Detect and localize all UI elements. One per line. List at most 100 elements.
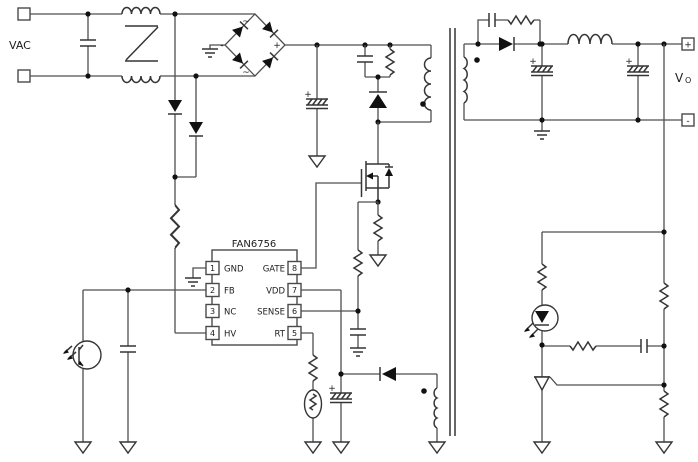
compensation-resistor-icon [569,341,597,351]
ntc-element [308,393,318,411]
ac-terminal-bottom [17,69,31,83]
dc-bus [285,42,431,48]
output-capacitor-icon [626,65,650,77]
sense-filter-resistor-icon [353,249,363,277]
ic-pin-3 [205,303,220,319]
ic-pin-8 [287,260,302,276]
ground-icon [201,48,219,58]
rt-wires [301,332,314,442]
ic-title: FAN6756 [232,239,277,250]
led-diode-icon [535,311,549,323]
snubber-capacitor-icon [488,12,496,28]
gate-drive [301,182,361,269]
pin-number: 1 [210,264,215,273]
hv-startup-wires [174,14,206,334]
pin-number: 8 [292,264,297,273]
ic-pin-4 [205,325,220,341]
secondary-winding-icon [463,56,468,104]
pin-name: NC [224,308,236,318]
vo-label: V [675,71,684,85]
pin-name: GATE [263,265,285,275]
output-terminal-negative [681,113,695,127]
ground-icon [428,441,446,454]
snubber-wires [477,19,541,44]
rcd-clamp [356,45,432,125]
bridge-rectifier: ~ ~ - + [201,13,286,78]
ground-icon [349,347,367,357]
pin-number: 6 [292,307,297,316]
pin-number: 5 [292,329,297,338]
output-filter: + + + - V O [464,33,695,140]
bridge-ground-wire [209,44,225,49]
current-sense-resistor-icon [373,214,383,242]
snubber-resistor-icon [507,15,535,25]
polarity-plus-mark: + [304,90,312,100]
body-diode-icon [385,168,393,176]
vac-label: VAC [9,39,31,52]
output-capacitor-icon [530,65,554,77]
ground-icon [655,441,673,454]
feedback-wires [541,44,665,442]
choke-core-icon [125,25,159,62]
secondary-polarity-dot [474,57,480,63]
polarity-plus-mark: + [529,57,537,67]
ground-icon [308,155,326,168]
hv-diode-icon [189,122,203,134]
output-diode-icon [499,37,513,51]
rt-network [301,332,323,454]
mosfet-arrow [366,172,373,180]
choke-bottom-winding-icon [121,75,161,84]
pin-name: FB [224,287,235,297]
ground-icon [74,441,92,454]
fb-wires [82,289,206,442]
ground-icon [119,441,137,454]
polarity-plus-mark: + [625,57,633,67]
output-inductor-icon [567,33,613,45]
bridge-minus-mark: - [220,41,223,51]
pin-name: VDD [266,287,285,297]
pin-name: HV [224,330,236,340]
bridge-plus-mark: + [273,41,281,51]
feedback-secondary [524,44,673,454]
optocoupler-transistor-icon [72,340,102,370]
x-capacitor-icon [79,39,97,47]
fb-network-primary [63,287,206,454]
bridge-outline [224,13,286,77]
clamp-diode-icon [369,94,387,108]
sense-wires [301,201,378,348]
pin-name: GND [224,265,244,275]
opto-light-arrow [63,349,69,354]
pin-name: RT [275,330,286,340]
pin-number: 4 [210,329,215,338]
ntc-thermistor-icon [303,389,323,419]
transformer-core-icon [449,28,456,436]
ic-ground-wire [192,267,206,278]
shunt-regulator-icon [533,376,551,392]
ground-icon [533,130,551,140]
bulk-capacitor: + [304,45,329,168]
output-rectifier [464,12,568,51]
gate-wire [301,182,361,269]
ic-outline [211,249,298,346]
auxiliary-winding-icon [433,387,438,429]
primary-polarity-dot [420,101,426,107]
opto-light-arrow [67,355,73,360]
ground-icon [369,254,387,267]
opto-led-resistor-icon [537,263,547,291]
pin-number: 3 [210,307,215,316]
controller-ic: FAN6756 1 2 3 4 GND FB NC HV 8 7 6 5 GAT… [184,239,302,346]
polarity-plus-mark: + [328,384,336,394]
ac-terminal-top [17,7,31,21]
pin-number: 7 [292,286,297,295]
vo-label-subscript: O [685,76,691,85]
fb-capacitor-icon [119,345,137,353]
ground-icon [332,441,350,454]
terminal-minus-mark: - [686,117,689,127]
vdd-wires [301,289,437,442]
ac-input: VAC [9,7,255,83]
primary-winding-icon [423,57,432,111]
sense-network [301,201,387,357]
ground-icon [184,277,202,287]
led-light-arrow [529,333,535,338]
